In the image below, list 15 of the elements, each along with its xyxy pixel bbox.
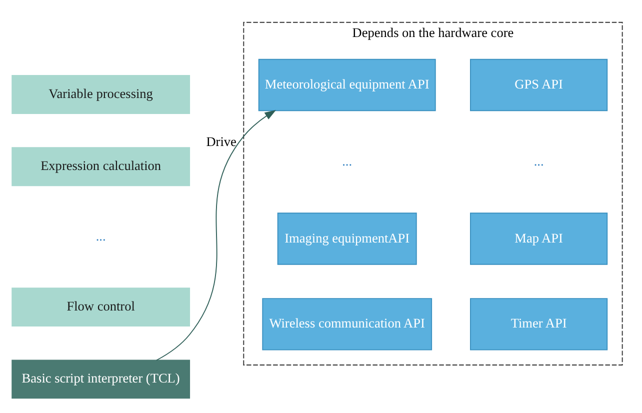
arrow: [156, 110, 276, 361]
node-box: Flow control: [12, 288, 190, 327]
node-box: Variable processing: [12, 75, 190, 114]
label: ...: [96, 228, 106, 244]
label: ...: [342, 153, 352, 168]
node-box: GPS API: [470, 58, 608, 112]
node-box: Imaging equipmentAPI: [277, 212, 417, 265]
label: ...: [534, 153, 544, 168]
edge-label: Drive: [206, 134, 236, 149]
node-box: Expression calculation: [12, 147, 190, 186]
node-box: Meteorological equipment API: [258, 58, 436, 112]
node-box: Basic script interpreter (TCL): [12, 360, 190, 399]
node-box: Map API: [470, 212, 608, 265]
node-box: Timer API: [470, 298, 608, 350]
node-box: Wireless communication API: [262, 298, 432, 350]
